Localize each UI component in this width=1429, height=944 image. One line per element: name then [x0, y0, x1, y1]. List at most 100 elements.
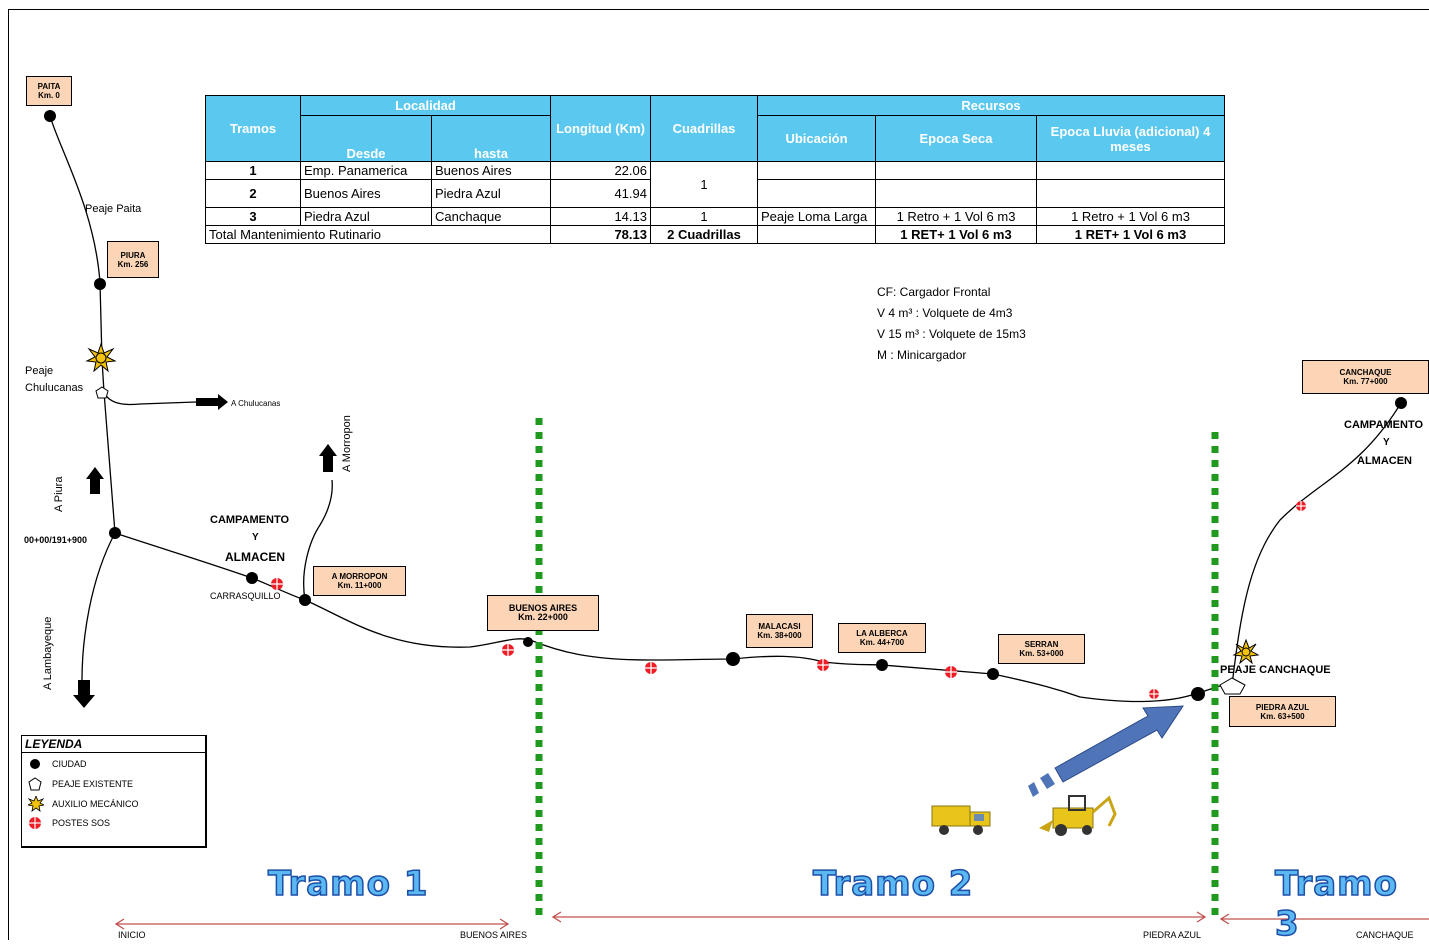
- location-km: Km. 44+700: [859, 638, 905, 647]
- bottom-label-piedra-azul: PIEDRA AZUL: [1143, 930, 1202, 940]
- total-seca: 1 RET+ 1 Vol 6 m3: [875, 225, 1037, 244]
- cell-longitud: 41.94: [550, 179, 651, 208]
- bottom-label-buenos-aires: BUENOS AIRES: [460, 930, 528, 940]
- label-campamento-right: Y: [1383, 437, 1390, 448]
- note-line: V 4 m³ : Volquete de 4m3: [877, 306, 1013, 320]
- cell-lluvia: [1036, 179, 1225, 208]
- auxilio-mecanico-icon: [85, 342, 117, 373]
- city-paita: [44, 110, 56, 122]
- label-carrasquillo: CARRASQUILLO: [210, 591, 281, 601]
- sos-post-icon: [945, 666, 957, 678]
- sos-post-icon: [502, 644, 514, 656]
- legend-item-ciudad: CIUDAD: [28, 758, 87, 770]
- equipment-notes: CF: Cargador Frontal V 4 m³ : Volquete d…: [877, 282, 1026, 366]
- city-buenos-aires: [523, 637, 533, 647]
- label-campamento-right: CAMPAMENTO: [1344, 419, 1424, 431]
- city-serran: [987, 668, 999, 680]
- equipment-arrow-icon: [1028, 705, 1184, 797]
- arrow-up-icon: [86, 467, 104, 494]
- cell-ubicacion: Peaje Loma Larga: [757, 207, 876, 226]
- sos-post-icon: [1149, 689, 1159, 699]
- location-km: Km. 0: [38, 91, 60, 100]
- legend-label: POSTES SOS: [52, 818, 111, 828]
- location-km: Km. 77+000: [1343, 377, 1388, 386]
- cell-lluvia: 1 Retro + 1 Vol 6 m3: [1036, 207, 1225, 226]
- location-name: LA ALBERCA: [856, 629, 908, 638]
- total-lluvia: 1 RET+ 1 Vol 6 m3: [1036, 225, 1225, 244]
- city-malacasi: [726, 652, 740, 666]
- table-row: 1 Emp. Panamerica Buenos Aires 22.06 1: [205, 161, 1225, 208]
- location-name: CANCHAQUE: [1339, 368, 1392, 377]
- road-paita-piura: [49, 115, 105, 393]
- road-to-morropon: [303, 479, 333, 601]
- total-ubicacion: [757, 225, 876, 244]
- legend-label: CIUDAD: [52, 759, 87, 769]
- road-to-canchaque: [1231, 402, 1402, 686]
- toll-pentagon-icon: [28, 777, 42, 791]
- cell-cuadrillas: 1: [650, 161, 758, 208]
- note-line: V 15 m³ : Volquete de 15m3: [877, 327, 1026, 341]
- city-markers: [44, 110, 1407, 701]
- label-a-chulucanas: A Chulucanas: [231, 399, 281, 408]
- sos-post-icon: [1296, 501, 1306, 511]
- col-header-longitud: Longitud (Km): [550, 95, 651, 162]
- cell-lluvia: [1036, 161, 1225, 180]
- label-campamento: Y: [252, 532, 259, 543]
- cell-cuadrillas: 1: [650, 207, 758, 226]
- cell-tramo: 1: [205, 161, 301, 180]
- city-piedra-azul: [1191, 687, 1205, 701]
- tramo-1-span-arrow: [114, 918, 510, 930]
- col-header-epoca-lluvia: Epoca Lluvia (adicional) 4 meses: [1036, 115, 1225, 162]
- road-to-chulucanas: [103, 391, 197, 406]
- location-km: Km. 11+000: [337, 581, 382, 590]
- note-line: CF: Cargador Frontal: [877, 285, 991, 299]
- peaje-canchaque-icon: [1219, 677, 1246, 695]
- resources-table: Tramos Localidad Longitud (Km) Cuadrilla…: [205, 95, 1225, 244]
- map-legend: LEYENDA CIUDAD PEAJE EXISTENTE AUXILIO M…: [21, 735, 207, 848]
- arrow-right-icon: [196, 394, 228, 410]
- peaje-chulucanas-icon: [95, 386, 109, 399]
- location-name: SERRAN: [1024, 640, 1059, 649]
- col-header-tramos: Tramos: [205, 95, 301, 162]
- label-campamento: CAMPAMENTO: [210, 514, 290, 526]
- sos-post-markers: [271, 501, 1306, 699]
- cell-seca: [875, 161, 1037, 180]
- auxilio-mecanico-icon: [1232, 638, 1260, 665]
- city-carrasquillo: [246, 572, 258, 584]
- location-name: BUENOS AIRES: [508, 603, 578, 613]
- cell-hasta: Piedra Azul: [431, 179, 551, 208]
- map-frame: [8, 9, 1429, 940]
- total-cuadrillas: 2 Cuadrillas: [650, 225, 758, 244]
- sos-post-icon: [29, 817, 41, 829]
- cell-ubicacion: [757, 179, 876, 208]
- label-campamento-right: ALMACEN: [1357, 455, 1412, 467]
- road-to-lambayeque: [81, 532, 116, 681]
- road-piura-junction: [103, 391, 116, 534]
- city-dot-icon: [30, 759, 40, 769]
- table-row: 3 Piedra Azul Canchaque 14.13 1 Peaje Lo…: [205, 207, 1225, 226]
- dump-truck-icon: [931, 805, 991, 835]
- legend-item-auxilio: AUXILIO MECÁNICO: [28, 796, 139, 812]
- total-label: Total Mantenimiento Rutinario: [205, 225, 551, 244]
- label-peaje-canchaque: PEAJE CANCHAQUE: [1220, 664, 1331, 676]
- bottom-label-canchaque: CANCHAQUE: [1356, 930, 1414, 940]
- tramo-3-span-arrow: [1219, 913, 1429, 925]
- sos-post-icon: [645, 662, 657, 674]
- label-a-lambayeque: A Lambayeque: [42, 616, 54, 690]
- col-header-ubicacion: Ubicación: [757, 115, 876, 162]
- location-name: MALACASI: [758, 622, 801, 631]
- total-longitud: 78.13: [550, 225, 651, 244]
- location-km: Km. 53+000: [1019, 649, 1064, 658]
- cell-tramo: 2: [205, 179, 301, 208]
- city-la-alberca: [876, 659, 888, 671]
- cell-desde: Buenos Aires: [300, 179, 432, 208]
- table-row: 2 Buenos Aires Piedra Azul 41.94: [205, 179, 1225, 208]
